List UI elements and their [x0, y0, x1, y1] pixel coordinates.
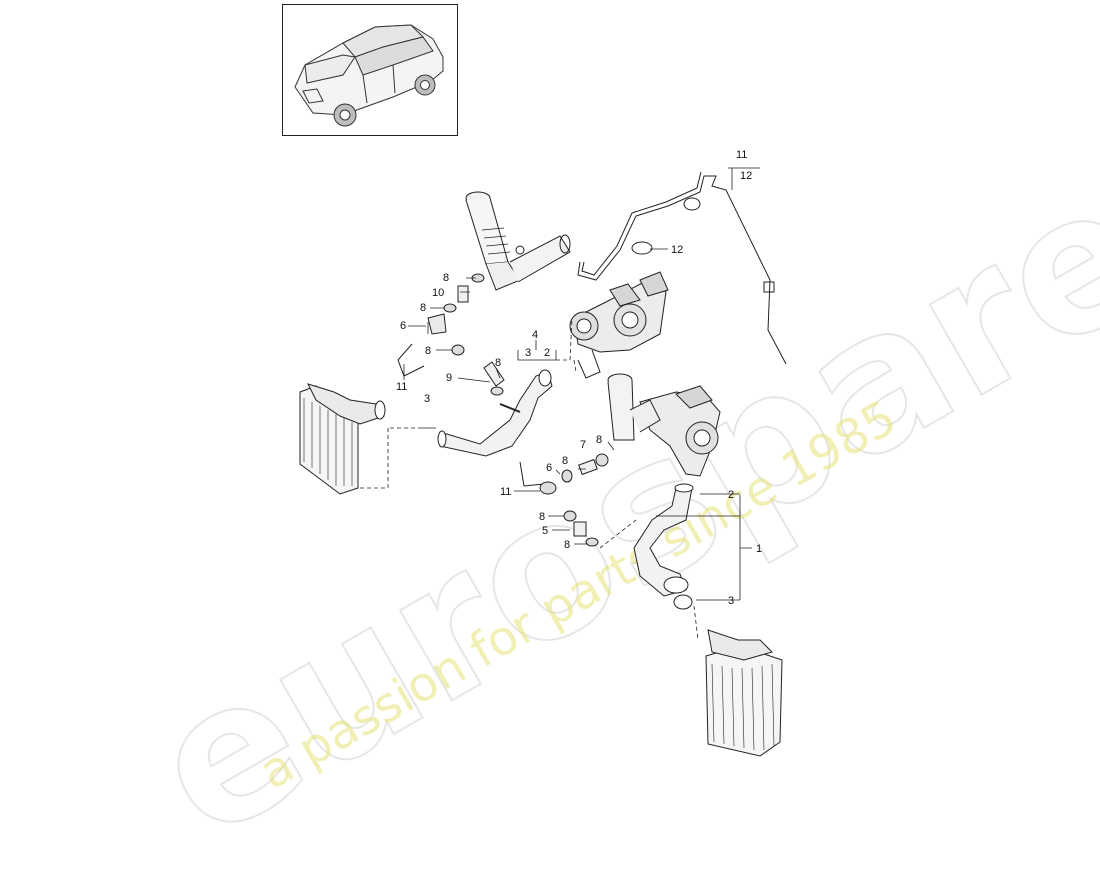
callout-7: 7 [580, 439, 586, 451]
callout-11-left: 11 [396, 381, 407, 393]
left-intercooler [299, 383, 386, 495]
left-charge-pipe [437, 369, 553, 457]
upper-intake-pipe [465, 191, 571, 291]
callout-6-upper: 6 [400, 320, 406, 332]
callout-1: 1 [756, 543, 762, 555]
callout-10: 10 [432, 287, 444, 299]
callout-8-g: 8 [539, 511, 545, 523]
right-charge-pipe [633, 483, 694, 610]
vehicle-thumbnail [282, 4, 458, 136]
callout-2-upper: 2 [544, 347, 550, 359]
callout-8-h: 8 [564, 539, 570, 551]
callout-3-upper: 3 [525, 347, 531, 359]
lower-fittings [519, 453, 609, 547]
callout-3-left: 3 [424, 393, 430, 405]
callout-12-top: 12 [740, 170, 752, 182]
callout-8-e: 8 [562, 455, 568, 467]
right-intercooler [705, 629, 783, 757]
hard-line-upper [577, 171, 787, 365]
callout-11-lower: 11 [500, 486, 511, 498]
callout-12-mid: 12 [671, 244, 683, 256]
upper-fittings [397, 273, 505, 396]
callout-8-c: 8 [425, 345, 431, 357]
upper-turbo [569, 271, 669, 379]
callout-11-top: 11 [736, 149, 747, 161]
leader-lines [403, 167, 760, 601]
callout-8-d: 8 [495, 357, 501, 369]
callout-4: 4 [532, 329, 538, 341]
parts-diagram: eurospares a passion for parts since 198… [117, 4, 1100, 881]
callout-3-lower: 3 [728, 595, 734, 607]
callout-5: 5 [542, 525, 548, 537]
callout-8-f: 8 [596, 434, 602, 446]
callout-8-b: 8 [420, 302, 426, 314]
callout-8-a: 8 [443, 272, 449, 284]
lower-turbo [607, 373, 721, 477]
callout-6-lower: 6 [546, 462, 552, 474]
callout-2-lower: 2 [728, 489, 734, 501]
dashed-lines [358, 317, 699, 641]
diagram-canvas: 1 2 3 2 3 4 3 8 10 8 6 8 11 9 8 11 12 12… [299, 149, 787, 757]
callout-9: 9 [446, 372, 452, 384]
suv-car-icon [294, 24, 444, 127]
